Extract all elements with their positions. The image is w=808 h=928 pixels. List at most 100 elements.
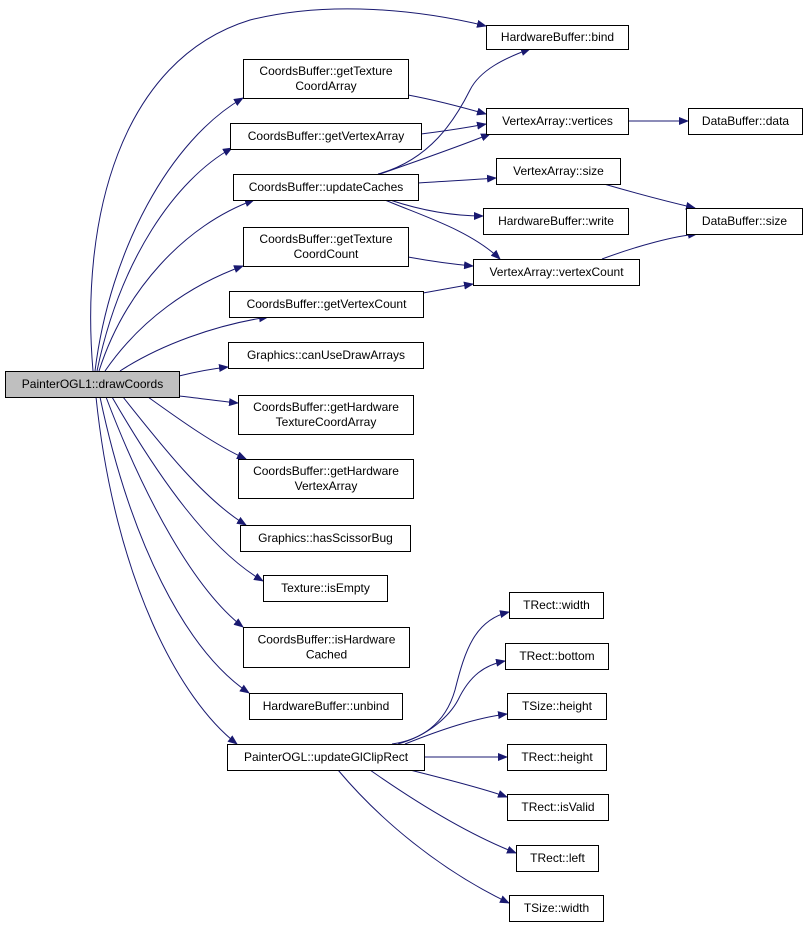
edge-cb_uc-to-va_size (417, 174, 497, 184)
edge-arrow (422, 281, 474, 294)
node-box (507, 744, 607, 771)
node-box (229, 291, 424, 318)
node-root[interactable]: PainterOGL1::drawCoords (5, 371, 180, 398)
node-label: VertexArray::size (513, 164, 604, 178)
edge-root-to-cb_ghtca (178, 395, 239, 407)
node-box (243, 627, 410, 668)
node-cb_ghtca[interactable]: CoordsBuffer::getHardwareTextureCoordArr… (238, 395, 414, 435)
edge-cb_gva-to-va_vertices (420, 121, 487, 135)
node-label: CoordsBuffer::getTexture (259, 232, 393, 246)
node-tr_width[interactable]: TRect::width (509, 592, 604, 619)
edge-root-to-g_hsb (122, 396, 247, 526)
node-tr_height[interactable]: TRect::height (507, 744, 607, 771)
node-label: TRect::bottom (519, 649, 594, 663)
node-cb_gva[interactable]: CoordsBuffer::getVertexArray (230, 123, 422, 150)
node-po_ugcr[interactable]: PainterOGL::updateGlClipRect (227, 744, 425, 771)
edge-arrow (407, 94, 487, 116)
node-box (507, 693, 607, 720)
node-ts_height[interactable]: TSize::height (507, 693, 607, 720)
node-box (509, 895, 604, 922)
node-hb_bind[interactable]: HardwareBuffer::bind (486, 25, 629, 50)
node-label: Texture::isEmpty (281, 581, 370, 595)
node-hb_write[interactable]: HardwareBuffer::write (483, 208, 629, 235)
edge-cb_uc-to-hb_bind (377, 48, 531, 175)
node-label: CoordsBuffer::getTexture (259, 64, 393, 78)
edge-arrow (603, 183, 696, 210)
node-box (243, 59, 409, 99)
node-label: HardwareBuffer::bind (501, 30, 614, 44)
node-label: TSize::width (524, 901, 589, 915)
node-hb_unbind[interactable]: HardwareBuffer::unbind (249, 693, 403, 720)
edge-root-to-cb_gtca (94, 97, 244, 372)
node-label: PainterOGL::updateGlClipRect (244, 750, 409, 764)
node-label: CoordsBuffer::getVertexCount (247, 297, 408, 311)
node-label: Graphics::hasScissorBug (258, 531, 393, 545)
node-label: TRect::height (521, 750, 593, 764)
nodes: PainterOGL1::drawCoords HardwareBuffer::b… (5, 25, 803, 922)
edge-arrow (409, 769, 508, 798)
edge-arrow (178, 364, 229, 377)
node-box (243, 227, 409, 267)
node-cb_uc[interactable]: CoordsBuffer::updateCaches (233, 174, 419, 201)
node-box (509, 592, 604, 619)
edge-root-to-hb_unbind (99, 396, 250, 694)
edge-arrow (90, 8, 487, 372)
node-box (233, 174, 419, 201)
node-db_size[interactable]: DataBuffer::size (686, 208, 803, 235)
node-label: VertexArray::vertexCount (489, 265, 624, 279)
edge-arrow (417, 174, 497, 184)
edge-arrow (407, 256, 474, 270)
node-label: Graphics::canUseDrawArrays (247, 348, 405, 362)
edge-arrow (397, 658, 506, 745)
edge-arrow (178, 395, 239, 407)
node-cb_gvc[interactable]: CoordsBuffer::getVertexCount (229, 291, 424, 318)
node-box (686, 208, 803, 235)
edge-po_ugcr-to-tr_bottom (397, 658, 506, 745)
node-label: VertexArray::vertices (502, 114, 613, 128)
node-va_size[interactable]: VertexArray::size (496, 158, 621, 185)
edge-cb_uc-to-va_vc (384, 199, 501, 260)
node-label: TRect::left (530, 851, 585, 865)
edge-arrow (404, 711, 508, 745)
node-label: TSize::height (522, 699, 593, 713)
node-va_vertices[interactable]: VertexArray::vertices (486, 108, 629, 135)
node-box (516, 845, 599, 872)
edge-root-to-cb_uc (98, 199, 255, 372)
node-db_data[interactable]: DataBuffer::data (688, 108, 803, 135)
edge-arrow (119, 314, 269, 372)
node-t_ie[interactable]: Texture::isEmpty (263, 575, 388, 602)
node-label: CoordCount (294, 247, 359, 261)
node-box (496, 158, 621, 185)
node-box (688, 108, 803, 135)
node-box (228, 342, 424, 369)
edge-root-to-cb_ghva (147, 396, 247, 460)
edge-cb_gvc-to-va_vc (422, 281, 474, 294)
edge-arrow (96, 147, 233, 372)
edge-root-to-cb_gtcc (104, 265, 244, 372)
node-g_cuda[interactable]: Graphics::canUseDrawArrays (228, 342, 424, 369)
edge-va_vc-to-db_size (601, 230, 698, 260)
node-ts_width[interactable]: TSize::width (509, 895, 604, 922)
node-label: TRect::width (523, 598, 590, 612)
node-tr_left[interactable]: TRect::left (516, 845, 599, 872)
node-g_hsb[interactable]: Graphics::hasScissorBug (240, 525, 411, 552)
node-box (238, 395, 414, 435)
edge-arrow (147, 396, 247, 460)
edge-arrow (94, 97, 244, 372)
node-label: DataBuffer::size (702, 214, 787, 228)
edge-arrow (122, 396, 247, 526)
node-tr_bottom[interactable]: TRect::bottom (505, 643, 609, 670)
edges (90, 8, 698, 904)
node-label: CoordsBuffer::updateCaches (249, 180, 404, 194)
node-box (507, 794, 609, 821)
edge-cb_uc-to-va_vertices (379, 133, 491, 175)
node-label: PainterOGL1::drawCoords (22, 377, 163, 391)
node-label: DataBuffer::data (702, 114, 789, 128)
edge-arrow (389, 199, 484, 220)
node-tr_isvalid[interactable]: TRect::isValid (507, 794, 609, 821)
node-va_vc[interactable]: VertexArray::vertexCount (473, 259, 640, 286)
